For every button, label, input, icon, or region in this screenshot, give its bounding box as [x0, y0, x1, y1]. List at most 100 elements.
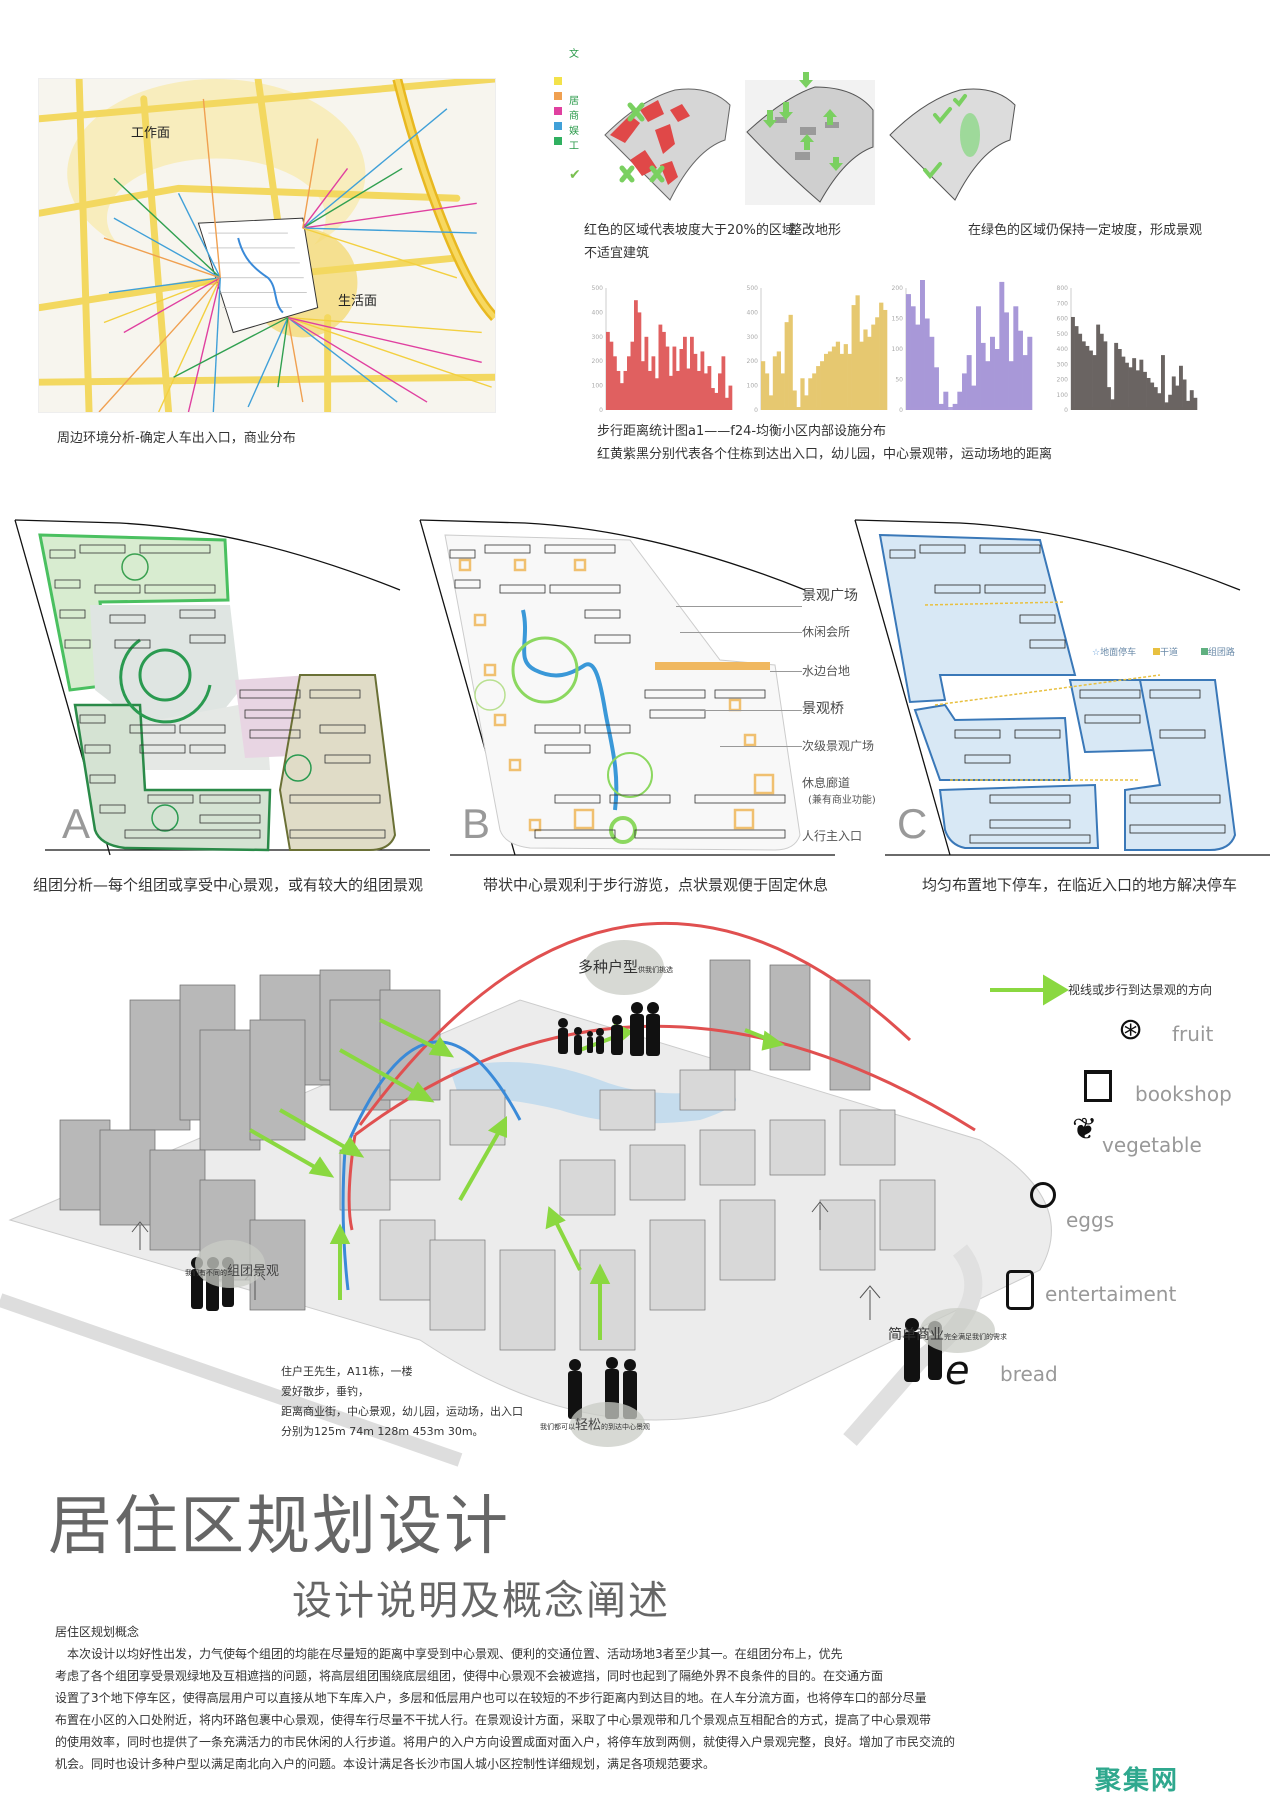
concept-line: 考虑了各个组团享受景观绿地及互相遮挡的问题，将高层组团围绕底层组团，使得中心景观…: [55, 1669, 884, 1683]
aerial-perspective: 多种户型供我们挑选 我们有不同的组团景观 我们都可以轻松的到达中心景观 简单商业…: [0, 920, 1280, 1480]
charts-caption-2: 红黄紫黑分别代表各个住栋到达出入口，幼儿园，中心景观带，运动场地的距离: [597, 447, 1053, 462]
legend-main-road: 干道: [1159, 648, 1178, 658]
plan-b-letter: B: [462, 800, 491, 847]
svg-text:500: 500: [747, 285, 759, 292]
bubble-unit-types: [584, 940, 664, 995]
concept-line: 设置了3个地下停车区，使得高层用户可以直接从地下车库入户，多层和低层用户也可以在…: [55, 1691, 927, 1705]
leader-line: [720, 746, 802, 747]
map-graphic: [39, 79, 495, 412]
svg-text:300: 300: [747, 334, 759, 341]
legend-swatch-orange: [554, 92, 562, 100]
svg-text:200: 200: [747, 358, 759, 365]
leader-line: [680, 632, 802, 633]
svg-text:100: 100: [892, 346, 904, 353]
concept-line: 机会。同时也设计多种户型以满足南北向入户的问题。本设计满足各长沙市国人城小区控制…: [55, 1757, 716, 1771]
shop-label-vegetable: vegetable: [1102, 1133, 1202, 1157]
svg-text:0: 0: [1064, 407, 1068, 414]
bubble-unit-types-small: 供我们挑选: [638, 966, 674, 974]
legend-swatch-green: [554, 137, 562, 145]
shop-label-fruit: fruit: [1172, 1022, 1214, 1046]
svg-text:300: 300: [592, 334, 604, 341]
leader-line: [770, 671, 802, 672]
legend-swatch-magenta: [554, 107, 562, 115]
checkmark-icon: ✔: [569, 167, 581, 183]
resident-note-line: 距离商业街，中心景观，幼儿园，运动场，出入口: [281, 1405, 523, 1418]
terrain-caption-3: 在绿色的区域仍保持一定坡度，形成景观: [968, 223, 1203, 238]
watermark-logo: 聚集网: [1095, 1766, 1180, 1796]
svg-text:100: 100: [1057, 392, 1069, 399]
bubble-shops-small: 完全满足我们的需求: [944, 1333, 1007, 1341]
plan-c-caption: 均匀布置地下停车，在临近入口的地方解决停车: [922, 876, 1238, 894]
charts-svg: 0100200300400500010020030040050005010015…: [592, 275, 1198, 414]
svg-text:400: 400: [592, 309, 604, 316]
svg-text:200: 200: [1057, 377, 1069, 384]
square-icon: [1200, 648, 1208, 655]
svg-text:800: 800: [1057, 285, 1069, 292]
svg-text:300: 300: [1057, 361, 1069, 368]
bubble-relax-small2: 的到达中心景观: [601, 1423, 651, 1431]
site-plans-row: [0, 490, 1280, 880]
bubble-shops: [920, 1308, 995, 1353]
bubble-cluster-small: 我们有不同的: [185, 1269, 227, 1277]
bubble-cluster: [195, 1240, 265, 1288]
svg-text:0: 0: [899, 407, 903, 414]
plan-b: [419, 519, 835, 856]
star-icon: ☆: [1092, 648, 1101, 658]
plan-a-caption: 组团分析—每个组团或享受中心景观，或有较大的组团景观: [33, 876, 424, 894]
svg-text:50: 50: [895, 377, 903, 384]
work-zone-label: 工作面: [131, 126, 171, 141]
concept-line: 的使用效率，同时也提供了一条充满活力的市民休闲的人行步道。将用户的入户方向设置成…: [55, 1735, 956, 1749]
page-title: 居住区规划设计: [48, 1490, 510, 1564]
shop-label-entertainment: entertaiment: [1045, 1282, 1177, 1306]
bubble-relax: [570, 1402, 645, 1447]
vegetable-icon: ❦: [1072, 1112, 1098, 1147]
svg-text:700: 700: [1057, 300, 1069, 307]
charts-caption-1: 步行距离统计图a1——f24-均衡小区内部设施分布: [597, 424, 887, 439]
svg-text:200: 200: [592, 358, 604, 365]
legend-label-entertainment: 娱: [569, 126, 579, 137]
plan-c-legend: ☆地面停车 干道 组团路: [1092, 645, 1235, 658]
plan-b-label-commercial: (兼有商业功能): [808, 795, 876, 806]
plan-b-label-club: 休闲会所: [802, 625, 851, 639]
plan-b-label-bridge: 景观桥: [802, 701, 844, 717]
concept-line: 本次设计以均好性出发，力气使每个组团的均能在尽量短的距离中享受到中心景观、便利的…: [55, 1647, 843, 1661]
bubble-relax-small1: 我们都可以: [540, 1423, 575, 1431]
svg-text:400: 400: [1057, 346, 1069, 353]
svg-text:600: 600: [1057, 316, 1069, 323]
plan-b-label-secondary-plaza: 次级景观广场: [802, 739, 875, 753]
legend-label-commerce: 商: [569, 111, 579, 122]
svg-text:0: 0: [754, 407, 758, 414]
terrain-caption-1: 红色的区域代表坡度大于20%的区域: [584, 223, 795, 238]
page-subtitle: 设计说明及概念阐述: [292, 1578, 670, 1624]
surroundings-map: [38, 78, 496, 413]
entertainment-icon: [1006, 1270, 1034, 1310]
plan-b-label-waterside: 水边台地: [802, 664, 851, 678]
plan-a: [14, 519, 430, 856]
svg-text:0: 0: [599, 407, 603, 414]
legend-label-work: 工: [569, 141, 579, 152]
leader-line: [700, 710, 802, 711]
site-plans-svg: [14, 519, 1270, 856]
bubble-shops-text: 简单商业完全满足我们的需求: [888, 1324, 1007, 1344]
bread-icon: e: [945, 1348, 970, 1394]
svg-text:500: 500: [592, 285, 604, 292]
svg-text:400: 400: [747, 309, 759, 316]
concept-line: 布置在小区的入口处附近，将内环路包裹中心景观，使得车行尽量不干扰人行。在景观设计…: [55, 1713, 932, 1727]
plan-b-label-plaza: 景观广场: [802, 588, 858, 604]
terrain-caption-1b: 不适宜建筑: [584, 246, 650, 261]
plan-b-caption: 带状中心景观利于步行游览，点状景观便于固定休息: [483, 876, 829, 894]
bubble-shops-big: 简单商业: [888, 1327, 944, 1343]
legend-label-residence: 居: [569, 96, 579, 107]
shop-label-bookshop: bookshop: [1135, 1082, 1232, 1106]
eggs-icon: [1030, 1182, 1056, 1208]
legend-top-label: 文: [569, 49, 579, 60]
plan-b-label-entrance: 人行主入口: [802, 829, 863, 843]
bubble-relax-big: 轻松: [575, 1418, 602, 1433]
resident-note-line: 爱好散步，垂钓，: [281, 1385, 369, 1398]
life-zone-label: 生活面: [338, 294, 378, 309]
plan-a-letter: A: [62, 800, 91, 847]
legend-swatch-blue: [554, 122, 562, 130]
bookshop-icon: [1084, 1070, 1112, 1102]
